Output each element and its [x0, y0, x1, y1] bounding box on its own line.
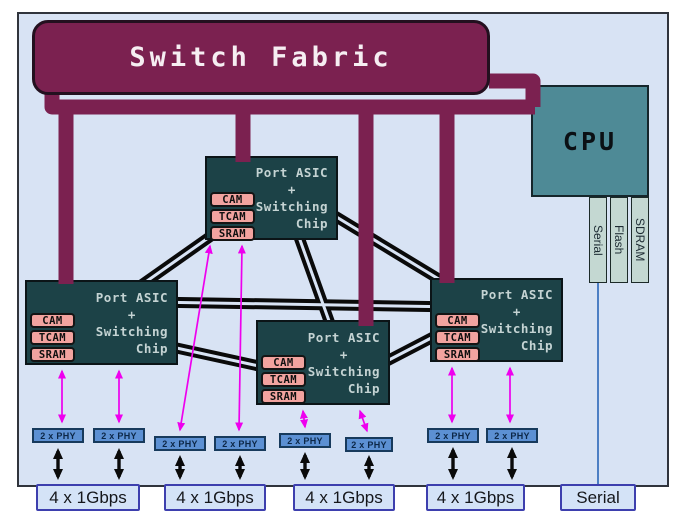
switch-fabric-block: Switch Fabric — [32, 20, 490, 95]
uplink-port-box-1: 4 x 1Gbps — [36, 484, 140, 511]
tcam-block: TCAM — [435, 330, 480, 345]
tcam-block: TCAM — [261, 372, 306, 387]
asic-label: Port ASIC + Switching Chip — [256, 164, 328, 232]
cam-block: CAM — [435, 313, 480, 328]
sram-block: SRAM — [210, 226, 255, 241]
asic-label-line: Chip — [347, 380, 380, 396]
sram-block: SRAM — [261, 389, 306, 404]
asic-label-line: + — [339, 346, 348, 362]
port-asic-block-bottom: CAM TCAM SRAM Port ASIC + Switching Chip — [256, 320, 390, 405]
sram-block: SRAM — [435, 347, 480, 362]
asic-label-line: + — [127, 306, 136, 322]
tcam-block: TCAM — [210, 209, 255, 224]
uplink-port-box-3: 4 x 1Gbps — [293, 484, 395, 511]
asic-label-line: Port ASIC — [307, 329, 380, 345]
asic-label-line: Port ASIC — [255, 165, 328, 180]
asic-label-line: Port ASIC — [95, 289, 168, 305]
tcam-block: TCAM — [30, 330, 75, 345]
asic-label-line: Chip — [135, 340, 168, 356]
phy-block-7: 2 x PHY — [427, 428, 479, 443]
cam-block: CAM — [210, 192, 255, 207]
asic-label-line: Switching — [255, 199, 328, 214]
asic-label-line: Switching — [307, 363, 380, 379]
phy-block-6: 2 x PHY — [345, 437, 393, 452]
asic-label-line: Switching — [480, 321, 553, 336]
asic-label-line: Switching — [95, 323, 168, 339]
asic-label-line: + — [512, 304, 521, 319]
uplink-port-box-4: 4 x 1Gbps — [426, 484, 525, 511]
cpu-flash-slat: Flash — [610, 197, 628, 283]
asic-label-line: Chip — [520, 338, 553, 353]
phy-block-4: 2 x PHY — [214, 436, 266, 451]
cam-block: CAM — [30, 313, 75, 328]
cpu-block: CPU — [531, 85, 649, 197]
uplink-port-box-2: 4 x 1Gbps — [164, 484, 266, 511]
asic-label: Port ASIC + Switching Chip — [481, 286, 553, 354]
asic-label-line: + — [287, 182, 296, 197]
cpu-serial-slat: Serial — [589, 197, 607, 283]
phy-block-5: 2 x PHY — [279, 433, 331, 448]
port-asic-block-right: CAM TCAM SRAM Port ASIC + Switching Chip — [430, 278, 563, 362]
serial-port-box: Serial — [560, 484, 636, 511]
cam-block: CAM — [261, 355, 306, 370]
phy-block-3: 2 x PHY — [154, 436, 206, 451]
phy-block-8: 2 x PHY — [486, 428, 538, 443]
asic-label-line: Port ASIC — [480, 287, 553, 302]
asic-label: Port ASIC + Switching Chip — [96, 289, 168, 357]
phy-block-1: 2 x PHY — [32, 428, 84, 443]
asic-label-line: Chip — [295, 216, 328, 231]
asic-label: Port ASIC + Switching Chip — [308, 329, 380, 397]
port-asic-block-top: CAM TCAM SRAM Port ASIC + Switching Chip — [205, 156, 338, 241]
sram-block: SRAM — [30, 347, 75, 362]
phy-block-2: 2 x PHY — [93, 428, 145, 443]
port-asic-block-left: CAM TCAM SRAM Port ASIC + Switching Chip — [25, 280, 178, 365]
cpu-sdram-slat: SDRAM — [631, 197, 649, 283]
